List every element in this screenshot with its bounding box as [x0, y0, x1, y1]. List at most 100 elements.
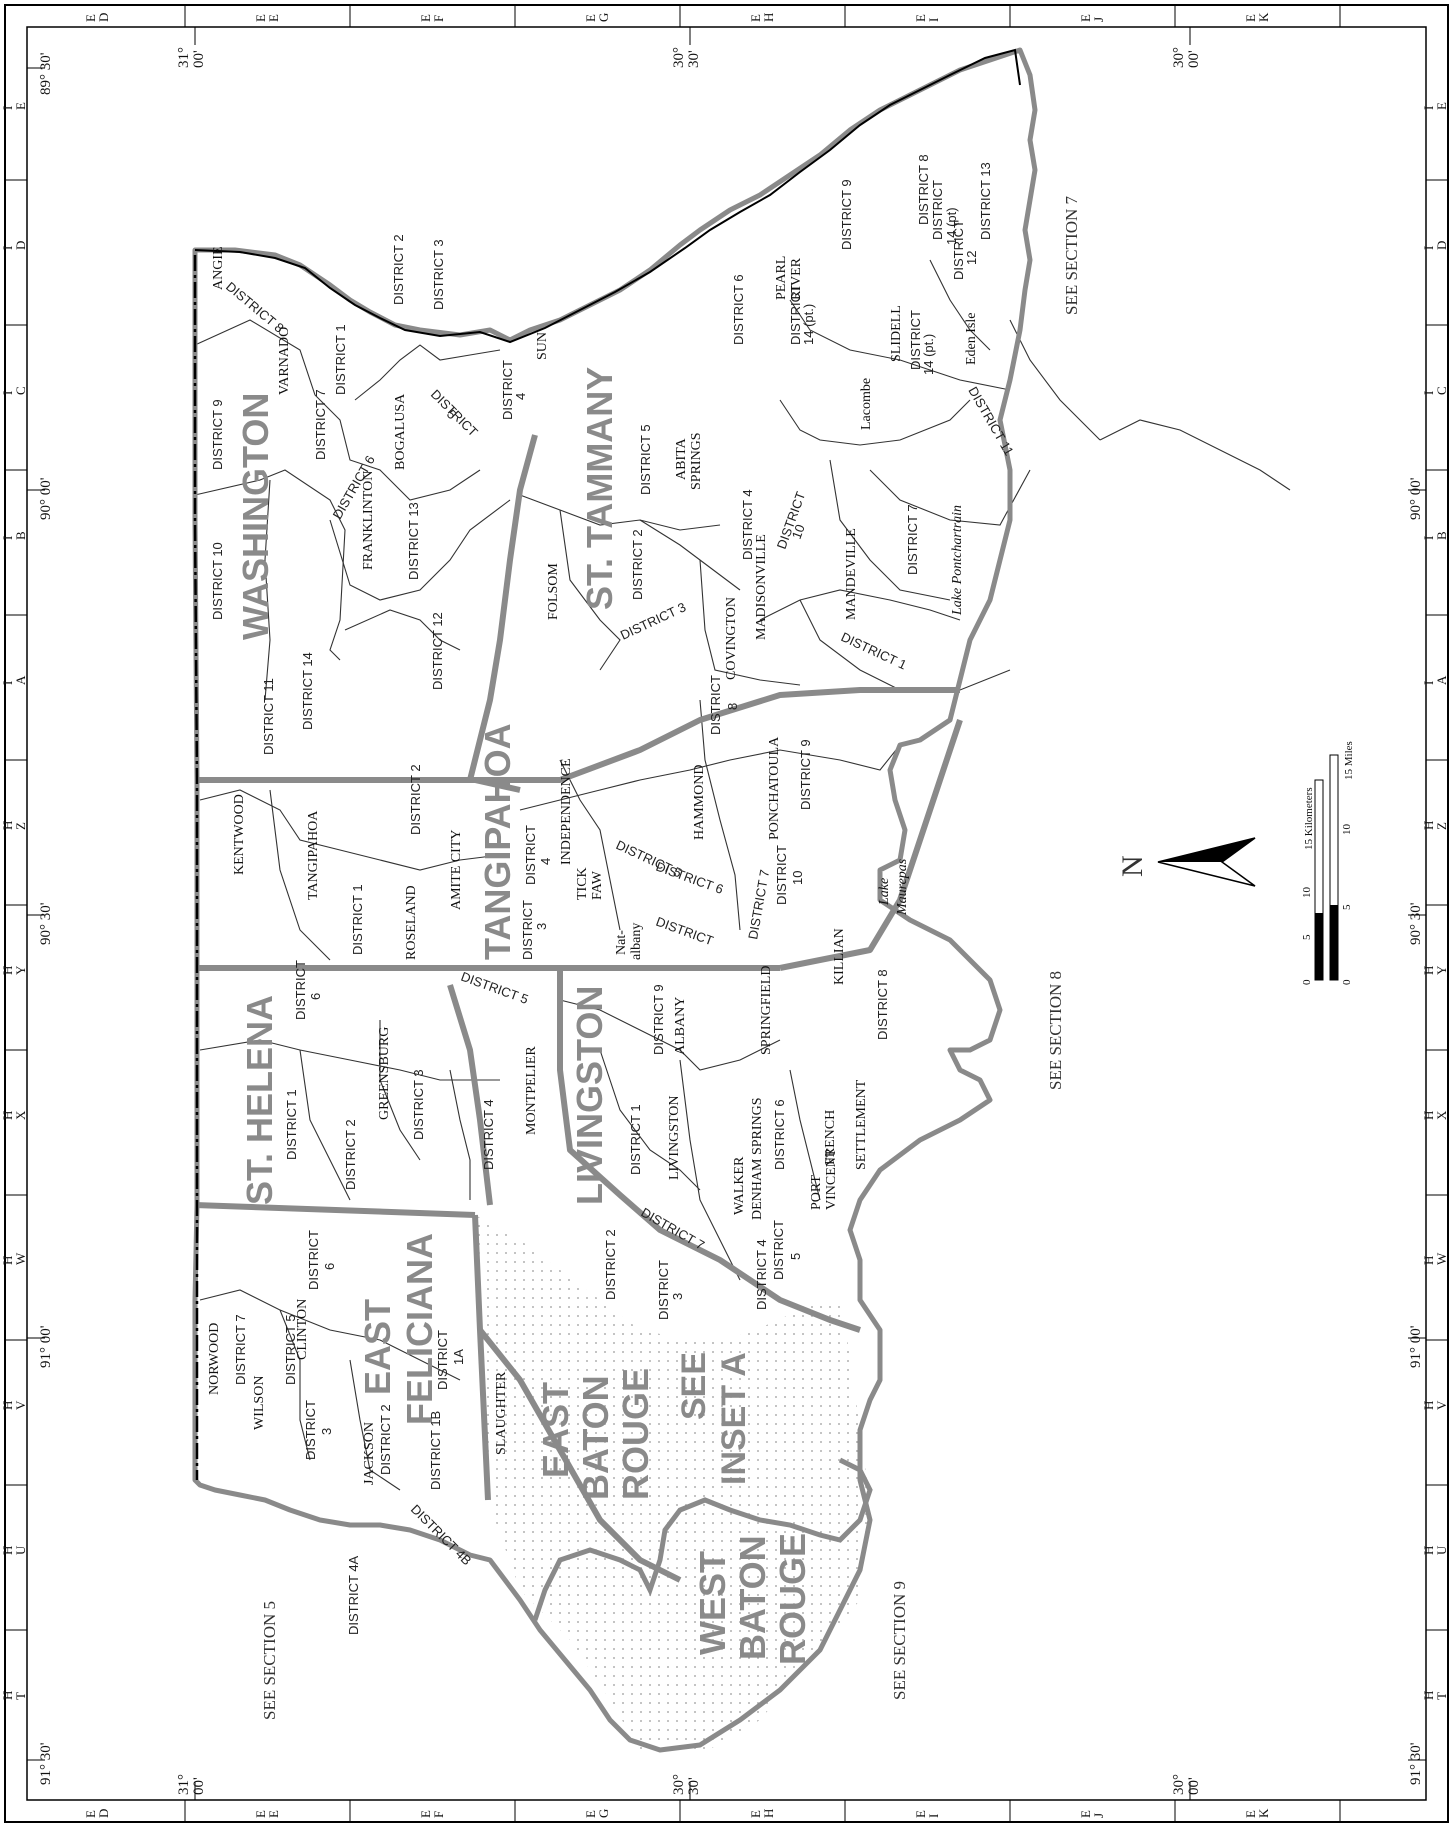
district-label: DISTRICT 5 [638, 424, 653, 495]
scale-km-tick: 0 [1301, 979, 1313, 985]
mississippi-river [532, 1457, 873, 1621]
district-lines [194, 259, 1291, 1491]
district-label: DISTRICT [306, 1230, 321, 1290]
grid-letter-left-part: H [0, 1401, 15, 1410]
lat-label-right-bottom: 91° 30' [1408, 1742, 1424, 1785]
grid-letter-top-part: K [1256, 12, 1271, 22]
place-label: FRANKLINTON [361, 471, 376, 570]
place-label: PORT [809, 1175, 824, 1210]
grid-letter-top-part: E [583, 14, 598, 22]
grid-letter-right: HU [1421, 1545, 1449, 1555]
grid-letter-left-part: H [0, 1256, 15, 1265]
grid-letter-left-part: T [13, 1692, 28, 1700]
lake-pontchartrain-label: Lake Pontchartrain [950, 505, 965, 616]
district-label: DISTRICT [435, 1330, 450, 1390]
district-label: DISTRICT 9 [210, 399, 225, 470]
grid-letter-top: EG [583, 13, 611, 22]
grid-letter-top-part: D [96, 13, 111, 22]
district-label: DISTRICT 1 [284, 1089, 299, 1160]
grid-letter-left-part: Z [13, 822, 28, 830]
district-label: DISTRICT 9 [651, 984, 666, 1055]
grid-letter-left: HV [0, 1400, 28, 1410]
north-arrow-fill [1158, 838, 1255, 862]
grid-letter-left-part: D [13, 241, 28, 250]
district-label: 14 (pt) [944, 207, 959, 245]
place-label: SUN [535, 332, 550, 360]
grid-letter-bottom: EI [913, 1810, 941, 1818]
place-label: SLAUGHTER [494, 1371, 509, 1455]
grid-letter-top-part: G [596, 13, 611, 22]
grid-letter-bottom: EF [418, 1810, 446, 1818]
place-label: Nat- [614, 930, 629, 955]
lon-label-90: 90° 00' [38, 477, 54, 520]
lake-maurepas-label-1: Lake [877, 878, 892, 906]
place-label: ALBANY [673, 997, 688, 1055]
district-label: DISTRICT [788, 285, 803, 345]
grid-letter-left-part: H [0, 1691, 15, 1700]
parish-label-ebr-1: EAST [535, 1382, 576, 1478]
grid-letter-bottom: EE [253, 1810, 281, 1818]
parish-label-wbr-2: BATON [732, 1535, 773, 1660]
grid-letter-right-part: B [1434, 531, 1449, 540]
district-label: 3 [534, 923, 549, 930]
grid-letter-right-part: H [1421, 1546, 1436, 1555]
grid-letter-right-part: E [1434, 102, 1449, 110]
inner-frame [26, 26, 1427, 1801]
grid-letter-right: HV [1421, 1400, 1449, 1410]
grid-letter-top-part: E [418, 14, 433, 22]
grid-letter-left: HX [0, 1110, 28, 1120]
place-label: ROSELAND [404, 885, 419, 960]
grid-letter-right: ID [1421, 241, 1449, 250]
place-label: SLIDELL [889, 305, 904, 362]
coord-part: 00' [191, 1777, 207, 1795]
north-arrow: N [1116, 837, 1256, 887]
grid-letter-right: HW [1421, 1252, 1449, 1265]
grid-letter-right: HX [1421, 1110, 1449, 1120]
top-ticks [5, 5, 1448, 1822]
coord-part: 00' [1186, 50, 1202, 68]
place-label: DENHAM SPRINGS [750, 1097, 765, 1220]
grid-letter-left-part: I [0, 391, 15, 395]
place-label: CLINTON [295, 1299, 310, 1360]
district-label: DISTRICT 7 [745, 868, 772, 940]
grid-letter-left-part: H [0, 1111, 15, 1120]
place-label: MONTPELIER [524, 1046, 539, 1135]
place-label: WALKER [732, 1156, 747, 1215]
grid-letter-right-part: H [1421, 1111, 1436, 1120]
district-label: DISTRICT [774, 845, 789, 905]
district-label: 14 (pt.) [921, 334, 936, 375]
grid-letter-top-part: E [913, 14, 928, 22]
district-label: DISTRICT [951, 220, 966, 280]
grid-letter-bottom: EK [1243, 1808, 1271, 1818]
grid-letter-top: EH [748, 13, 776, 22]
coord-part: 30° [671, 47, 687, 68]
grid-letter-left: ID [0, 241, 28, 250]
district-label: DISTRICT 7 [905, 504, 920, 575]
grid-letter-top-part: F [431, 15, 446, 22]
grid-letter-bottom-part: F [431, 1811, 446, 1818]
scale-mi-label: 15 Miles [1343, 741, 1355, 780]
place-label: JACKSON [362, 1422, 377, 1485]
grid-letter-top-part: E [83, 14, 98, 22]
scale-mi-fill [1330, 905, 1338, 980]
grid-letter-top: ED [83, 13, 111, 22]
coord-part: 30° [671, 1774, 687, 1795]
grid-letter-bottom-part: E [913, 1810, 928, 1818]
district-label: DISTRICT 9 [798, 739, 813, 810]
lon-label-91: 91° 00' [38, 1325, 54, 1368]
district-label: DISTRICT 3 [411, 1069, 426, 1140]
north-label: N [1116, 855, 1149, 877]
district-label: DISTRICT 13 [978, 162, 993, 240]
grid-letter-top-part: H [761, 13, 776, 22]
district-label: DISTRICT 6 [772, 1099, 787, 1170]
grid-letter-left: HU [0, 1545, 28, 1555]
parish-label-wbr-3: ROUGE [772, 1533, 813, 1665]
district-label: DISTRICT 10 [210, 542, 225, 620]
district-label: DISTRICT 1 [628, 1104, 643, 1175]
place-label: INDEPENDENCE [559, 758, 574, 865]
grid-letter-right: IE [1421, 102, 1449, 110]
lon-label-9030: 90° 30' [38, 902, 54, 945]
grid-letter-left-part: Y [13, 965, 28, 975]
district-label: DISTRICT [523, 825, 538, 885]
district-label: DISTRICT [708, 675, 723, 735]
